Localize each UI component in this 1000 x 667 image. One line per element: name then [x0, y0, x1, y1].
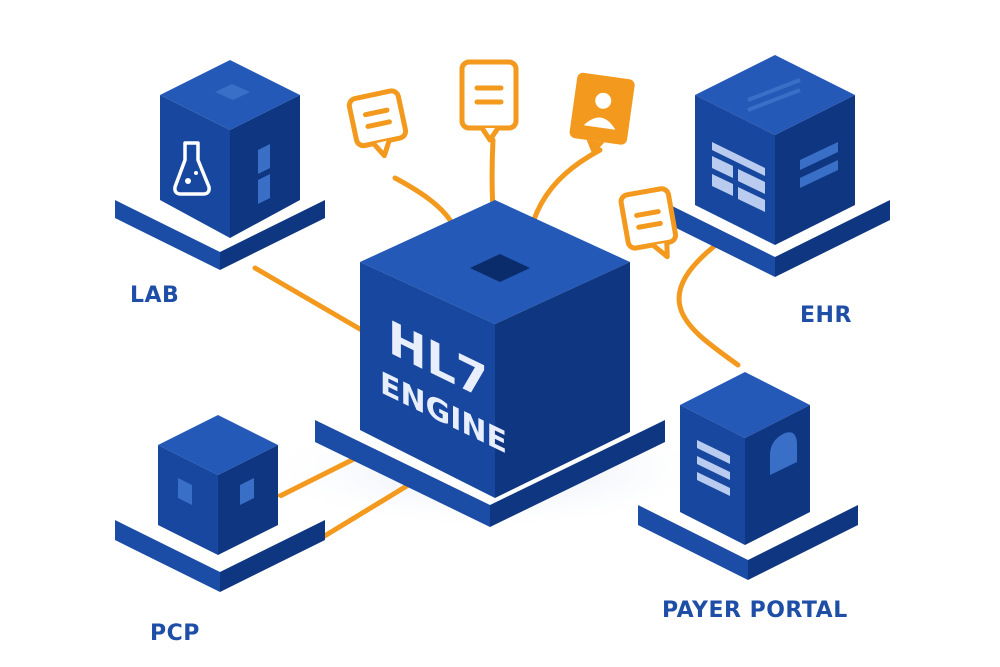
- ehr-node[interactable]: [660, 55, 890, 277]
- lab-node[interactable]: [115, 60, 325, 270]
- payer-portal-node[interactable]: [638, 372, 858, 580]
- engine-box-front: [360, 262, 495, 498]
- pcp-node[interactable]: [115, 415, 325, 592]
- flask-icon: [173, 141, 211, 196]
- lab-label: LAB: [130, 283, 179, 308]
- ehr-label: EHR: [800, 303, 852, 328]
- engine-box-side: [495, 262, 630, 498]
- message-bubble-2[interactable]: [459, 59, 519, 143]
- lab-connector: [252, 265, 368, 335]
- pcp-connector-1: [275, 452, 365, 500]
- message-bubble-4[interactable]: [618, 186, 679, 263]
- pcp-connector-2: [315, 481, 413, 543]
- user-card-icon: [583, 92, 616, 130]
- engine-slot: [470, 254, 530, 282]
- payer-portal-label: PAYER PORTAL: [662, 598, 848, 623]
- message-bubble-3[interactable]: [567, 72, 636, 159]
- windows-icon: [178, 478, 254, 505]
- message-lines-icon: [634, 209, 663, 230]
- hl7-engine-box[interactable]: HL7 ENGINE: [360, 200, 630, 498]
- document-lines-icon: [697, 440, 730, 496]
- pcp-label: PCP: [150, 621, 200, 646]
- document-grid-icon: [712, 142, 765, 212]
- message-bubble-1[interactable]: [346, 88, 410, 161]
- portal-arch-icon: [770, 432, 797, 475]
- ehr-payer-connector: [676, 235, 741, 368]
- message-lines-icon: [474, 85, 504, 105]
- message-lines-icon: [362, 107, 392, 129]
